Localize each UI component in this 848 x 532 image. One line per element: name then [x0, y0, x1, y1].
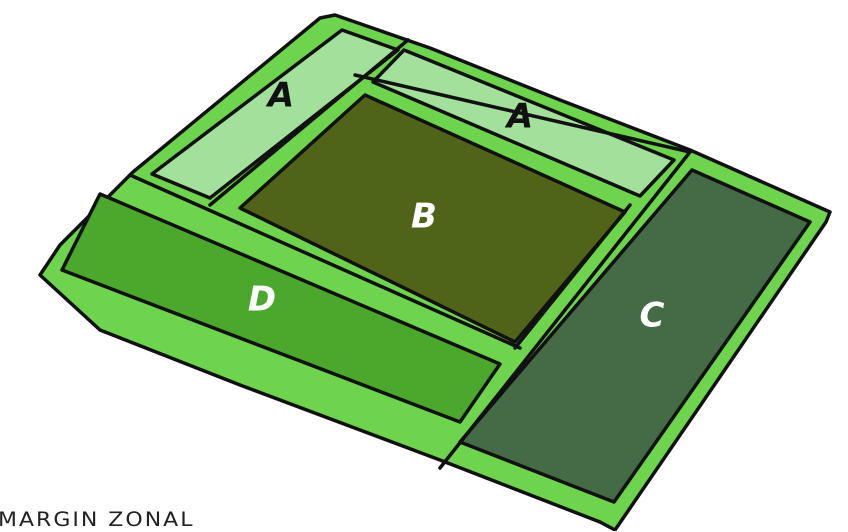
zone-c-label: C — [640, 296, 665, 336]
zone-a-top-label: A — [504, 97, 533, 137]
zone-b-label: B — [411, 197, 437, 237]
zone-a-left-label: A — [265, 76, 294, 116]
zone-d-label: D — [248, 280, 276, 320]
diagram-caption: MARGIN ZONAL — [0, 509, 194, 532]
